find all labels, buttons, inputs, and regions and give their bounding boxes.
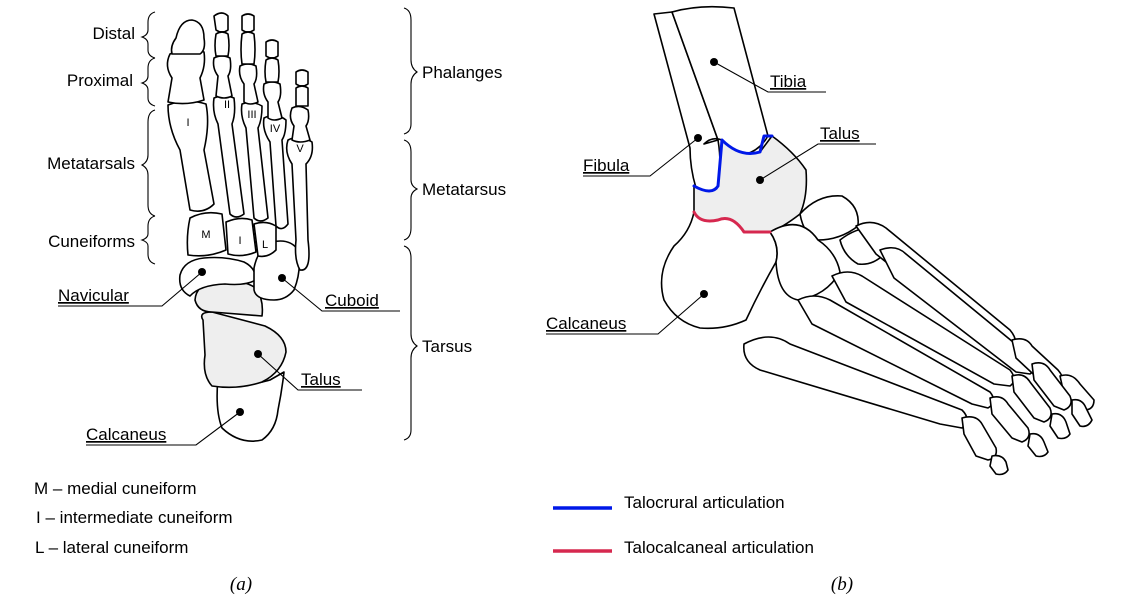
brace-distal	[142, 12, 155, 58]
phalanx-b-5-distal-bone	[990, 456, 1008, 475]
metatarsal-1-bone	[168, 101, 214, 211]
brace-tarsus	[404, 246, 417, 440]
label-talus-b: Talus	[820, 124, 860, 143]
talus-a-bone	[202, 312, 286, 387]
roman-4: IV	[270, 123, 281, 135]
label-phalanges: Phalanges	[422, 63, 502, 82]
legend-a: M – medial cuneiform I – intermediate cu…	[34, 479, 233, 557]
brace-metatarsus	[404, 140, 417, 240]
label-navicular: Navicular	[58, 286, 129, 305]
proximal-phalanx-1-bone	[167, 49, 204, 103]
distal-phalanx-4-bone	[266, 40, 278, 58]
legend-a-key-3: L	[35, 538, 44, 557]
label-calcaneus-b: Calcaneus	[546, 314, 626, 333]
legend-b-label-talocalcaneal: Talocalcaneal articulation	[624, 538, 814, 557]
proximal-phalanx-5-bone	[290, 106, 310, 142]
distal-phalanx-2-bone	[214, 13, 228, 32]
brace-phalanges	[404, 8, 417, 134]
legend-a-key-1: M	[34, 479, 48, 498]
cuneiform-letter-l: L	[262, 239, 268, 251]
proximal-phalanx-2-bone	[214, 56, 233, 98]
phalanx-b-5-bone	[962, 417, 996, 460]
legend-b: Talocrural articulation Talocalcaneal ar…	[553, 493, 814, 557]
legend-a-item-2: I – intermediate cuneiform	[36, 508, 233, 527]
label-tibia: Tibia	[770, 72, 807, 91]
legend-a-item-3: L – lateral cuneiform	[35, 538, 188, 557]
label-metatarsus: Metatarsus	[422, 180, 506, 199]
label-calcaneus-a: Calcaneus	[86, 425, 166, 444]
distal-phalanx-1-bone	[172, 20, 205, 54]
legend-a-text-2: intermediate cuneiform	[60, 508, 233, 527]
middle-phalanx-5-bone	[296, 86, 308, 106]
label-cuneiforms: Cuneiforms	[48, 232, 135, 251]
phalanx-b-4-distal-bone	[1028, 434, 1048, 457]
phalanx-b-3-distal-bone	[1050, 414, 1070, 439]
roman-5: V	[296, 143, 304, 155]
roman-3: III	[247, 109, 256, 121]
brace-metatarsals	[142, 110, 155, 216]
brace-cuneiforms	[142, 216, 155, 264]
distal-phalanx-3-bone	[242, 14, 254, 32]
caption-a: (a)	[230, 574, 252, 595]
label-distal: Distal	[92, 24, 135, 43]
middle-phalanx-4-bone	[265, 58, 279, 82]
caption-b: (b)	[831, 574, 853, 595]
middle-phalanx-2-bone	[215, 32, 229, 56]
panel-a-foot-dorsal: I II III IV V M I L Distal Proximal Meta…	[34, 8, 506, 595]
proximal-phalanx-4-bone	[264, 82, 283, 120]
label-proximal: Proximal	[67, 71, 133, 90]
legend-a-text-3: lateral cuneiform	[63, 538, 189, 557]
legend-a-text-1: medial cuneiform	[67, 479, 196, 498]
proximal-phalanx-3-bone	[240, 64, 259, 104]
middle-phalanx-3-bone	[241, 32, 255, 64]
label-cuboid: Cuboid	[325, 291, 379, 310]
panel-b-foot-lateral: Tibia Talus Fibula Calcaneus Talocrural …	[546, 7, 1094, 595]
legend-a-item-1: M – medial cuneiform	[34, 479, 197, 498]
roman-2: II	[224, 99, 230, 111]
cuneiform-letter-i: I	[238, 235, 241, 247]
roman-1: I	[186, 117, 189, 129]
metatarsal-2-bone	[214, 96, 245, 217]
label-fibula: Fibula	[583, 156, 630, 175]
distal-phalanx-5-bone	[296, 70, 308, 86]
cuneiform-letter-m: M	[201, 229, 210, 241]
label-tarsus: Tarsus	[422, 337, 472, 356]
label-metatarsals: Metatarsals	[47, 154, 135, 173]
brace-proximal	[142, 58, 155, 106]
legend-b-label-talocrural: Talocrural articulation	[624, 493, 785, 512]
label-talus-a: Talus	[301, 370, 341, 389]
